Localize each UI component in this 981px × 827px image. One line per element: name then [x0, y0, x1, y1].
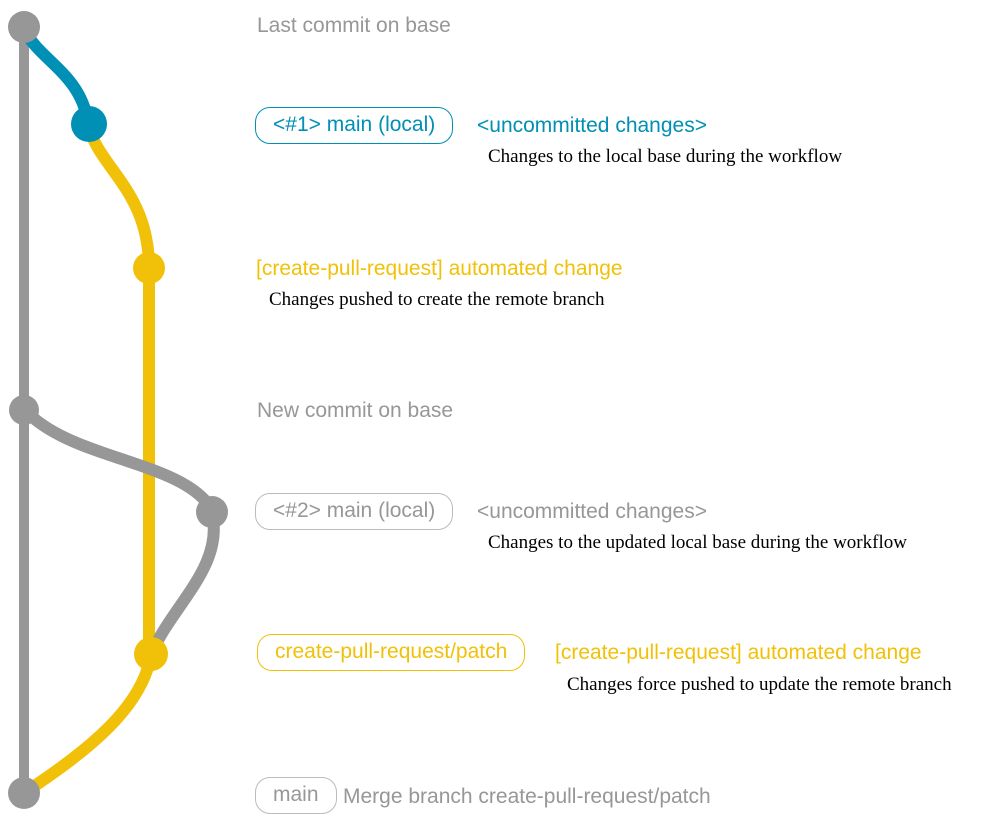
branch-badge-create-pull-request-patch: create-pull-request/patch: [257, 634, 526, 671]
commit-dot-automated-change-1: [133, 252, 165, 284]
commit-description-uncommitted-1: Changes to the local base during the wor…: [488, 146, 843, 167]
commit-dot-new-commit-on-base: [9, 395, 39, 425]
branch-badge-main-local-2: <#2> main (local): [255, 493, 454, 530]
commit-message-automated-change-2: [create-pull-request] automated change: [555, 641, 922, 664]
branch-line-main-local-1: [18, 24, 94, 128]
commit-dot-uncommitted-1: [71, 106, 107, 142]
commit-dot-merge-commit: [8, 777, 40, 809]
branch-badge-main-local-1: <#1> main (local): [255, 107, 454, 144]
commit-description-automated-change-1: Changes pushed to create the remote bran…: [269, 289, 605, 310]
commit-dot-last-commit-on-base: [8, 11, 40, 43]
branch-line-create-pull-request: [82, 118, 155, 660]
commit-message-uncommitted-2: <uncommitted changes>: [477, 500, 707, 523]
commit-message-new-commit-on-base: New commit on base: [257, 399, 454, 422]
branch-line-base-update-in: [147, 507, 220, 656]
branch-line-base-update-out: [18, 403, 217, 514]
commit-description-uncommitted-2: Changes to the updated local base during…: [488, 532, 907, 553]
commit-message-uncommitted-1: <uncommitted changes>: [477, 114, 707, 137]
commit-message-last-commit-on-base: Last commit on base: [257, 14, 451, 37]
commit-message-merge-branch: Merge branch create-pull-request/patch: [343, 785, 711, 808]
commit-dot-automated-change-2: [134, 637, 168, 671]
branch-line-merge-into-main: [24, 649, 157, 795]
commit-dot-uncommitted-2: [196, 496, 228, 528]
commit-description-automated-change-2: Changes force pushed to update the remot…: [567, 674, 952, 695]
branch-badge-main: main: [255, 777, 337, 814]
commit-message-automated-change-1: [create-pull-request] automated change: [256, 257, 623, 280]
